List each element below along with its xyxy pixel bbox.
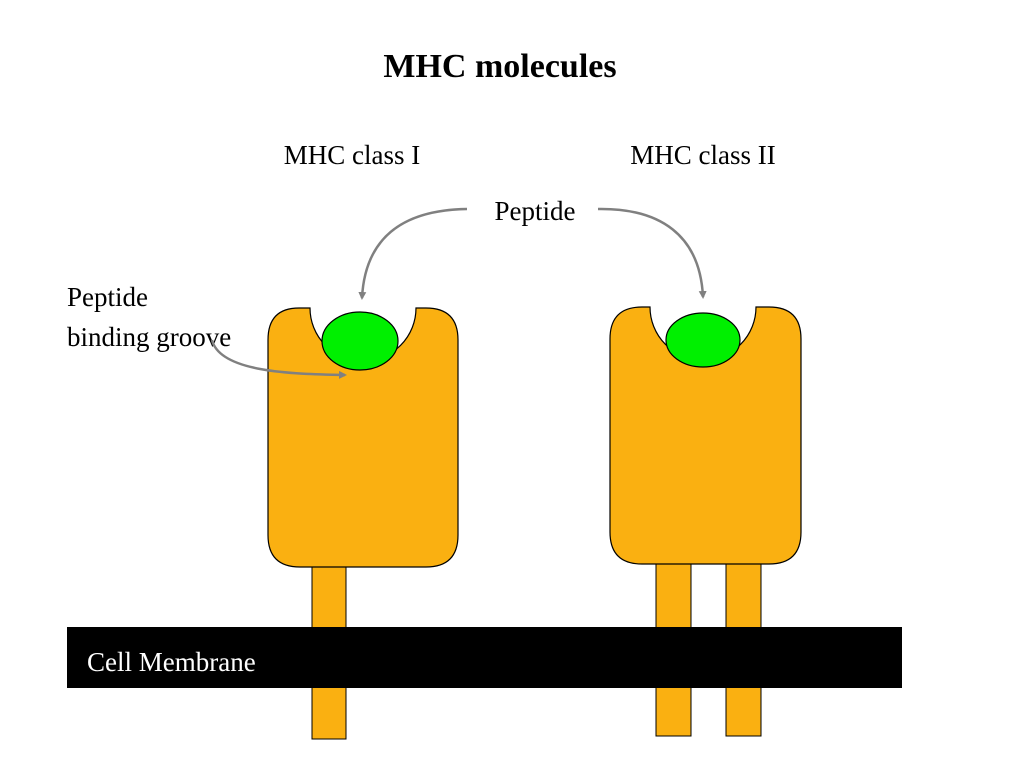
groove-label-line2: binding groove bbox=[67, 322, 231, 352]
groove-label-line1: Peptide bbox=[67, 282, 148, 312]
peptide-label: Peptide bbox=[495, 196, 576, 226]
mhc-class-ii-peptide bbox=[665, 312, 741, 368]
groove-arrow bbox=[210, 339, 347, 379]
mhc-class-ii-label: MHC class II bbox=[630, 140, 775, 170]
cell-membrane bbox=[67, 627, 902, 688]
peptide-arrow-class-i bbox=[358, 207, 468, 300]
peptide-arrow-class-ii bbox=[597, 207, 707, 299]
mhc-class-i-peptide bbox=[321, 311, 399, 371]
page-title: MHC molecules bbox=[383, 48, 616, 85]
mhc-class-i-label: MHC class I bbox=[284, 140, 421, 170]
cell-membrane-label: Cell Membrane bbox=[87, 647, 256, 677]
